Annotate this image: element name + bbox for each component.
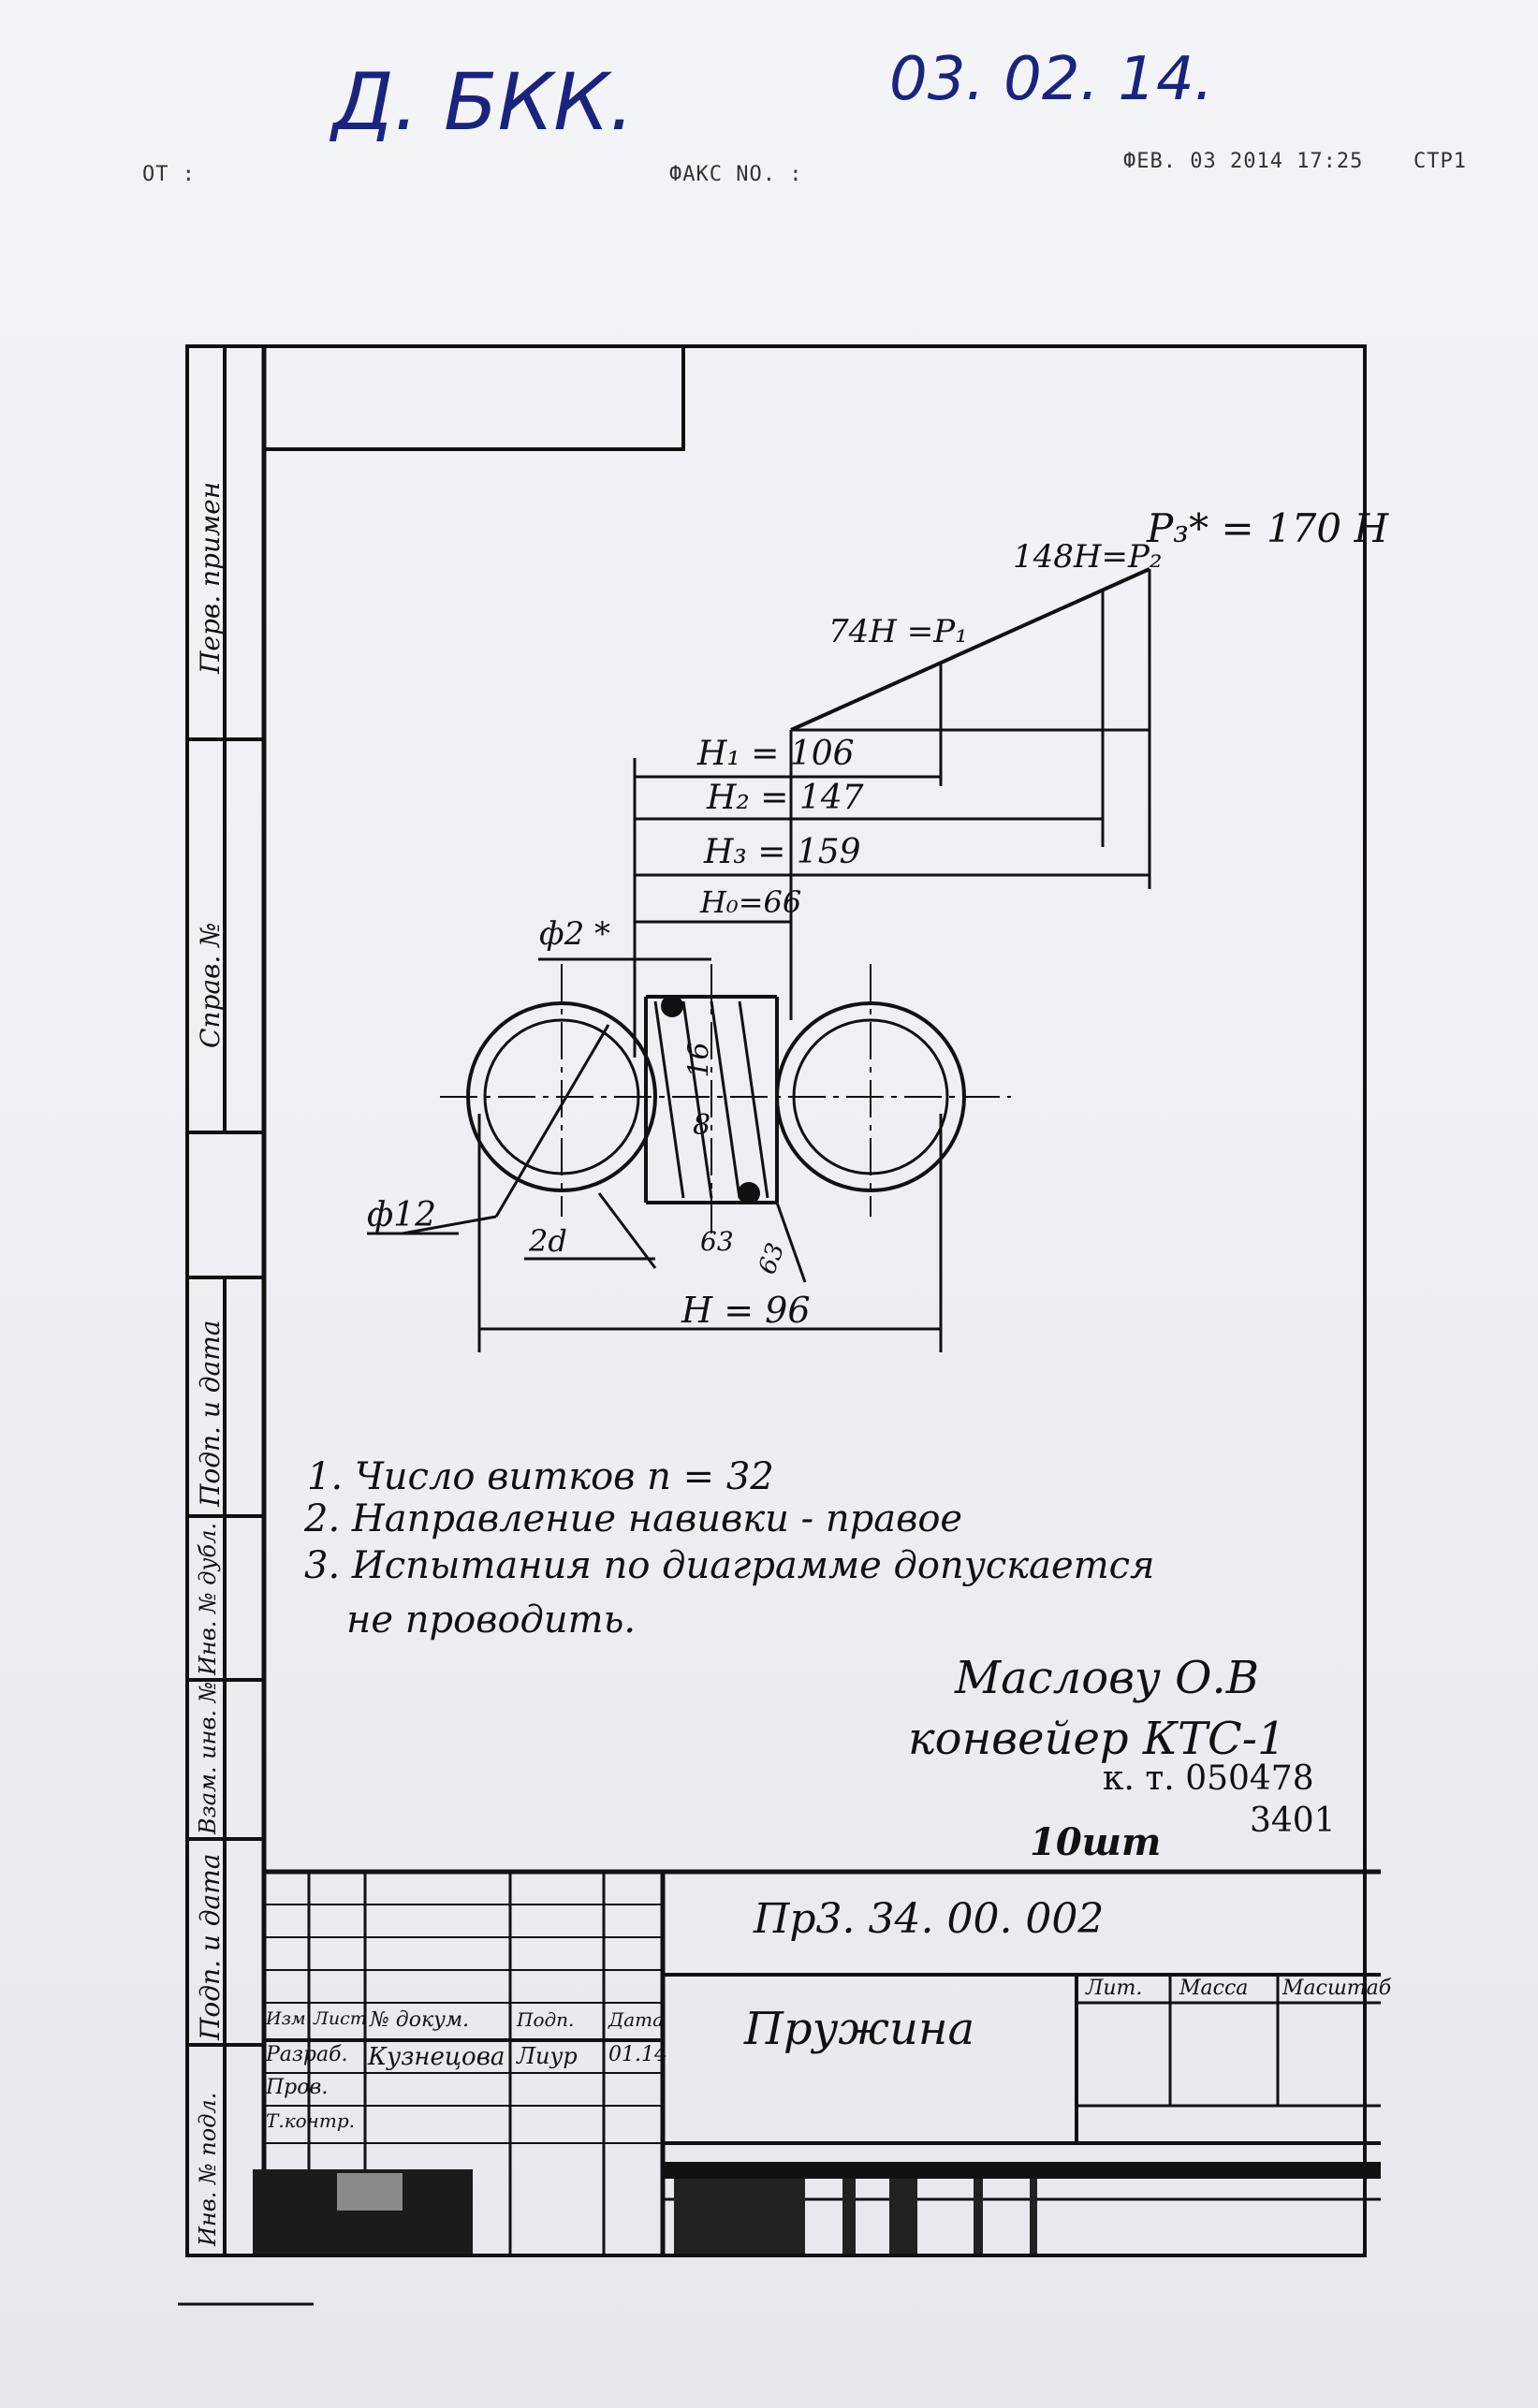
side-label-inv-dubl: Инв. № дубл.	[195, 1523, 221, 1675]
label-outer-diameter: 16	[682, 1042, 716, 1078]
note-3-continued: не проводить.	[346, 1598, 637, 1642]
col-data: Дата	[608, 2008, 665, 2031]
col-masshtab: Масштаб	[1282, 1977, 1392, 2000]
drawing-frame	[185, 344, 1367, 2257]
label-hook-diameter: ф12	[367, 1196, 436, 1234]
col-lit: Лит.	[1086, 1977, 1143, 2000]
col-massa: Масса	[1179, 1977, 1249, 2000]
handwritten-initials: Д. БКК.	[332, 56, 635, 148]
side-label-vzam-inv: Взам. инв. №	[195, 1681, 221, 1834]
fax-datetime: ФЕВ. 03 2014 17:25	[1123, 150, 1364, 173]
side-label-sprav-no: Справ. №	[195, 922, 226, 1048]
side-label-podp-data-2: Подп. и дата	[195, 1853, 226, 2040]
fax-page-number: СТР1	[1413, 150, 1467, 173]
part-name: Пружина	[744, 2003, 975, 2055]
side-label-perv-primen: Перв. примен	[195, 481, 226, 674]
label-h2: H₂ = 147	[707, 779, 864, 817]
label-p3: P₃* = 170 Н	[1147, 505, 1389, 551]
label-total-length: H = 96	[681, 1290, 811, 1331]
row-tkontr: Т.контр.	[266, 2109, 355, 2132]
razrab-name: Кузнецова	[368, 2043, 505, 2071]
col-podp: Подп.	[517, 2008, 575, 2031]
label-h3: H₃ = 159	[704, 833, 861, 871]
col-list: Лист	[314, 2008, 367, 2029]
note-1: 1. Число витков n = 32	[307, 1455, 774, 1498]
handwritten-date: 03. 02. 14.	[889, 45, 1214, 114]
label-2d: 2d	[529, 1223, 567, 1259]
note-2: 2. Направление навивки - правое	[304, 1497, 963, 1540]
label-inner-diameter: 8	[693, 1109, 711, 1142]
label-dim-63-a: 63	[700, 1226, 734, 1257]
col-izm: Изм.	[266, 2008, 312, 2029]
recipient-code: 3401	[1250, 1802, 1336, 1840]
razrab-date: 01.14	[608, 2043, 667, 2066]
recipient-name: Маслову О.В	[955, 1652, 1260, 1704]
label-h0: H₀=66	[700, 884, 802, 920]
label-p2: 148Н=P₂	[1013, 538, 1163, 576]
row-prov: Пров.	[266, 2076, 329, 2099]
razrab-signature: Лиур	[517, 2043, 578, 2069]
label-wire-diameter: ф2 *	[539, 915, 611, 953]
fax-number-label: ФАКС NO. :	[669, 163, 803, 186]
recipient-conveyor: конвейер КТС-1	[908, 1713, 1286, 1765]
label-h1: H₁ = 106	[697, 735, 855, 773]
side-label-podp-data-1: Подп. и дата	[195, 1320, 226, 1507]
note-3: 3. Испытания по диаграмме допускается	[304, 1544, 1155, 1587]
row-razrab: Разраб.	[266, 2043, 348, 2066]
recipient-kt: к. т. 050478	[1103, 1759, 1314, 1798]
doc-number: Пр3. 34. 00. 002	[754, 1895, 1105, 1943]
recipient-qty: 10шт	[1030, 1820, 1162, 1864]
side-label-inv-podl: Инв. № подл.	[195, 2092, 221, 2246]
col-ndokum: № докум.	[370, 2008, 470, 2032]
label-p1: 74Н =P₁	[828, 613, 968, 650]
fax-from-label: ОТ :	[142, 163, 196, 186]
